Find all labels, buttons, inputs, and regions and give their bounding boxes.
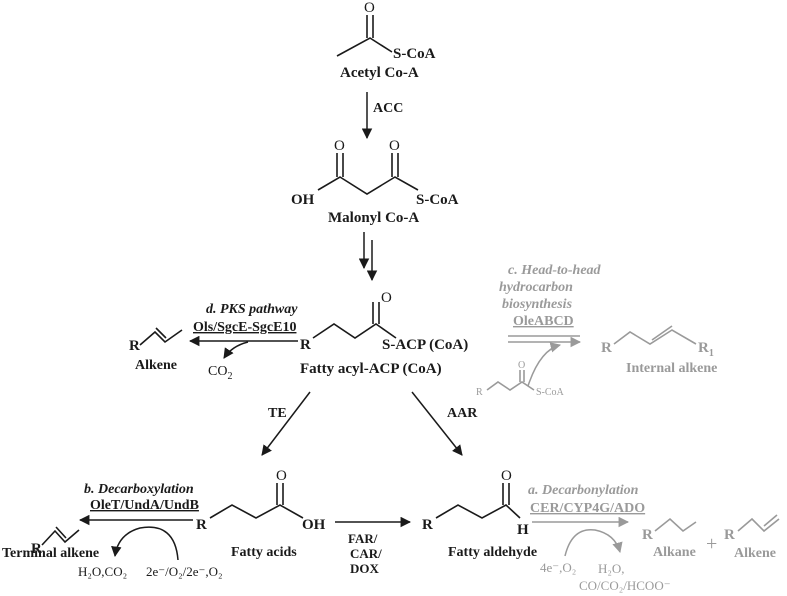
- head-coa-scoa: S-CoA: [536, 387, 565, 398]
- fatty-acid-r: R: [196, 517, 207, 533]
- head-product-r1: R1: [698, 340, 714, 359]
- head-coa-substrate: R O S-CoA: [476, 360, 565, 398]
- acc-step: ACC: [361, 92, 403, 140]
- decarbon-title: a. Decarbonylation: [528, 483, 639, 498]
- pks-product-r: R: [129, 338, 140, 354]
- malonyl-oxygen-2: O: [389, 138, 400, 154]
- alkane-r: R: [642, 527, 653, 543]
- decarbonylation-pathway: a. Decarbonylation CER/CYP4G/ADO 4e⁻,O₂ …: [528, 483, 780, 593]
- malonyl-coa-label: Malonyl Co-A: [328, 210, 419, 226]
- malonyl-scoa: S-CoA: [416, 192, 459, 208]
- pks-genes: Ols/SgcE-SgcE10: [193, 320, 296, 335]
- fatty-acyl-oxygen: O: [381, 290, 392, 306]
- acetyl-scoa: S-CoA: [393, 46, 436, 62]
- car-label: CAR/: [350, 546, 382, 561]
- fatty-acids-label: Fatty acids: [231, 545, 297, 560]
- head-to-head-pathway: c. Head-to-head hydrocarbon biosynthesis…: [476, 263, 717, 398]
- fatty-acid-hydroxyl: OH: [302, 517, 326, 533]
- fatty-acyl-sacp: S-ACP (CoA): [382, 337, 468, 353]
- decarbon-byproduct-2: CO/CO₂/HCOO⁻: [579, 578, 671, 593]
- malonyl-hydroxyl: OH: [291, 192, 315, 208]
- head-coa-o: O: [518, 360, 525, 371]
- head-title-line3: biosynthesis: [502, 297, 573, 312]
- fatty-acyl-r: R: [300, 337, 311, 353]
- decarbox-cofactor: 2e⁻/O₂/2e⁻,O₂: [146, 564, 223, 579]
- acc-enzyme-label: ACC: [373, 101, 403, 116]
- alkane-label: Alkane: [653, 545, 696, 560]
- head-product-r: R: [601, 340, 612, 356]
- decarbon-byproduct-1: H₂O,: [598, 561, 625, 576]
- acetyl-coa-structure: O S-CoA Acetyl Co-A: [336, 0, 436, 81]
- alkene-r: R: [724, 527, 735, 543]
- fatty-acid-structure: O R OH Fatty acids: [196, 468, 326, 560]
- decarbon-genes: CER/CYP4G/ADO: [530, 501, 645, 516]
- head-product-label: Internal alkene: [626, 361, 717, 376]
- fatty-acid-oxygen: O: [276, 468, 287, 484]
- head-coa-r: R: [476, 387, 483, 398]
- decarboxylation-pathway: b. Decarboxylation OleT/UndA/UndB R Term…: [2, 482, 223, 579]
- decarbox-genes: OleT/UndA/UndB: [90, 498, 199, 513]
- head-title-line1: c. Head-to-head: [508, 263, 602, 278]
- aar-step: AAR: [411, 391, 478, 456]
- alkene-label: Alkene: [734, 546, 776, 561]
- te-enzyme-label: TE: [268, 406, 287, 421]
- pks-co2: CO2: [208, 364, 232, 382]
- fatty-aldehyde-h: H: [517, 522, 529, 538]
- fatty-aldehyde-oxygen: O: [501, 468, 512, 484]
- fatty-aldehyde-label: Fatty aldehyde: [448, 545, 537, 560]
- decarbox-product-r: R: [31, 541, 42, 557]
- head-title-line2: hydrocarbon: [499, 280, 573, 295]
- elongation-arrows: [358, 232, 378, 282]
- malonyl-oxygen-1: O: [334, 138, 345, 154]
- terminal-alkene-label: Terminal alkene: [2, 546, 99, 561]
- plus-sign: +: [706, 533, 717, 555]
- acetyl-coa-label: Acetyl Co-A: [340, 65, 419, 81]
- head-genes: OleABCD: [513, 314, 574, 329]
- fatty-acyl-acp-label: Fatty acyl-ACP (CoA): [300, 361, 442, 377]
- decarbon-cofactor: 4e⁻,O₂: [540, 560, 576, 575]
- fatty-aldehyde-r: R: [422, 517, 433, 533]
- malonyl-coa-structure: O O OH S-CoA Malonyl Co-A: [291, 138, 459, 226]
- te-step: TE: [261, 391, 311, 456]
- decarbox-title: b. Decarboxylation: [84, 482, 194, 497]
- fatty-acyl-acp-structure: O R S-ACP (CoA) Fatty acyl-ACP (CoA): [300, 290, 468, 377]
- pks-title: d. PKS pathway: [206, 302, 298, 317]
- acetyl-oxygen: O: [364, 0, 375, 16]
- far-label: FAR/: [348, 531, 378, 546]
- decarbox-byproduct: H₂O,CO₂: [78, 564, 127, 579]
- aar-enzyme-label: AAR: [447, 406, 478, 421]
- far-step: FAR/ CAR/ DOX: [335, 516, 412, 576]
- dox-label: DOX: [350, 561, 380, 576]
- fatty-aldehyde-structure: O R H Fatty aldehyde: [422, 468, 537, 560]
- pks-pathway: d. PKS pathway Ols/SgcE-SgcE10 CO2 R Alk…: [129, 302, 298, 382]
- pks-product-label: Alkene: [135, 358, 177, 373]
